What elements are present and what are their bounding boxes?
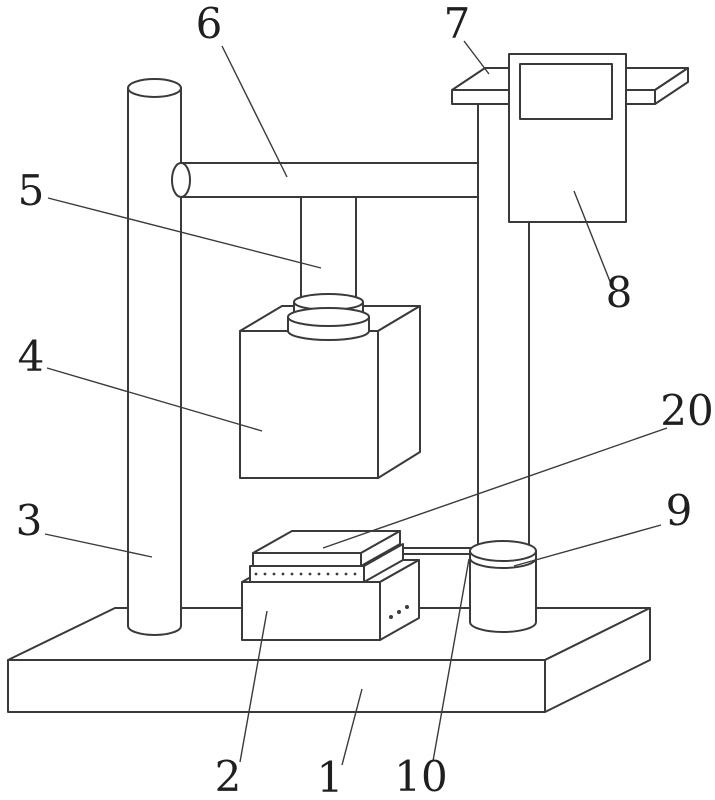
- guide-sleeve: [469, 540, 537, 633]
- drawing-layer: [7, 53, 689, 713]
- leader-line-1: [341, 688, 363, 766]
- base-right-face: [544, 607, 651, 713]
- part-label-9: 9: [666, 486, 693, 535]
- base-front-face: [7, 659, 546, 713]
- sleeve-body: [469, 550, 537, 633]
- piston-rod-sides: [300, 196, 357, 306]
- lower-box-front-face: [241, 581, 381, 641]
- slide-plate: [252, 530, 401, 567]
- part-label-1: 1: [317, 753, 344, 800]
- leader-line-20: [322, 427, 668, 549]
- sleeve-lip-arc: [469, 557, 537, 569]
- leader-line-10: [432, 558, 470, 762]
- strip-right-face: [363, 543, 404, 583]
- part-label-5: 5: [18, 166, 45, 215]
- plate-right-face: [360, 530, 401, 567]
- left-column-top-cap: [127, 78, 182, 98]
- control-box: [508, 53, 627, 223]
- press-box: [239, 305, 421, 479]
- flange-lower-rim: [287, 307, 370, 327]
- bracket-right-face: [654, 67, 689, 105]
- sleeve-top-rim: [469, 540, 537, 562]
- leader-line-4: [46, 367, 263, 432]
- piston-rod: [300, 196, 357, 306]
- part-label-10: 10: [394, 752, 447, 800]
- lower-box-right-face: [379, 559, 420, 641]
- connecting-rod-lines: [402, 547, 479, 555]
- leader-line-9: [513, 524, 662, 567]
- part-labels: 6 7 5 8 4 20 9 3 2 1 10: [16, 0, 714, 800]
- part-label-4: 4: [18, 332, 45, 381]
- cross-beam-end-cap: [171, 162, 191, 198]
- leader-line-3: [44, 533, 153, 558]
- part-label-6: 6: [196, 0, 223, 48]
- leader-line-5: [47, 197, 322, 269]
- leader-line-2: [239, 610, 268, 763]
- perforated-strip: [249, 543, 404, 583]
- left-column-body: [127, 87, 182, 636]
- part-label-8: 8: [606, 268, 633, 317]
- press-box-right-face: [377, 305, 421, 479]
- cross-beam-body: [180, 162, 483, 198]
- connecting-rod: [402, 547, 479, 555]
- leader-lines: [44, 40, 668, 766]
- cross-beam: [171, 162, 483, 198]
- control-box-screen: [519, 63, 613, 120]
- plate-front-face: [252, 552, 362, 567]
- leader-line-7: [463, 40, 490, 75]
- part-label-2: 2: [215, 752, 242, 800]
- leader-line-8: [573, 190, 612, 285]
- left-column: [127, 78, 182, 636]
- press-box-front-face: [239, 330, 379, 479]
- leader-line-6: [221, 45, 288, 178]
- piston-flange-lower: [287, 307, 370, 341]
- part-label-3: 3: [16, 496, 43, 545]
- part-label-20: 20: [660, 386, 713, 435]
- part-label-7: 7: [444, 0, 471, 48]
- perforation-dots: [254, 572, 357, 576]
- indicator-dots: [389, 605, 409, 619]
